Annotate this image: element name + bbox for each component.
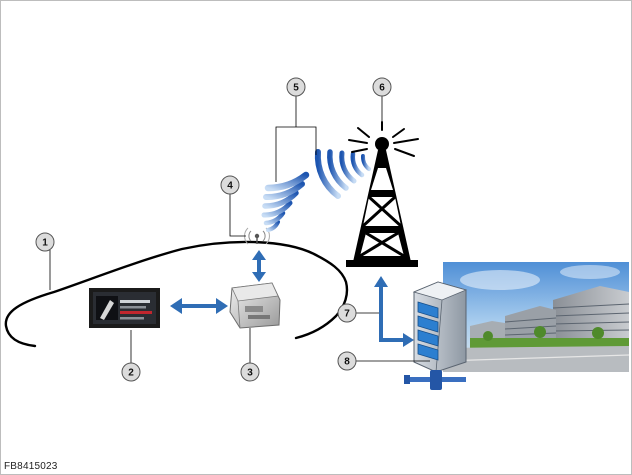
callout-6: 6 — [373, 78, 391, 96]
backend-photo — [443, 262, 629, 372]
backend-server-icon — [404, 282, 466, 390]
telematics-control-unit — [230, 283, 280, 328]
callout-5: 5 — [287, 78, 305, 96]
callout-7: 7 — [338, 304, 356, 322]
radio-waves-tower — [318, 152, 369, 196]
cell-tower-icon — [346, 122, 418, 267]
callout-5-label: 5 — [293, 83, 299, 94]
callout-1: 1 — [36, 233, 54, 251]
callout-4-label: 4 — [227, 181, 233, 192]
callout-1-label: 1 — [42, 238, 48, 249]
callout-8-label: 8 — [344, 357, 350, 368]
callout-3-label: 3 — [247, 368, 253, 379]
radio-waves-vehicle — [264, 175, 306, 230]
callout-8: 8 — [338, 352, 356, 370]
callouts: 1 2 3 4 5 6 7 8 — [36, 78, 391, 381]
callout-4: 4 — [221, 176, 239, 194]
central-display-image — [89, 288, 160, 328]
callout-2-label: 2 — [128, 368, 134, 379]
callout-6-label: 6 — [379, 83, 385, 94]
figure-id: FB8415023 — [4, 461, 58, 472]
callout-7-label: 7 — [344, 309, 350, 320]
vehicle-outline — [6, 242, 347, 346]
callout-2: 2 — [122, 363, 140, 381]
callout-3: 3 — [241, 363, 259, 381]
